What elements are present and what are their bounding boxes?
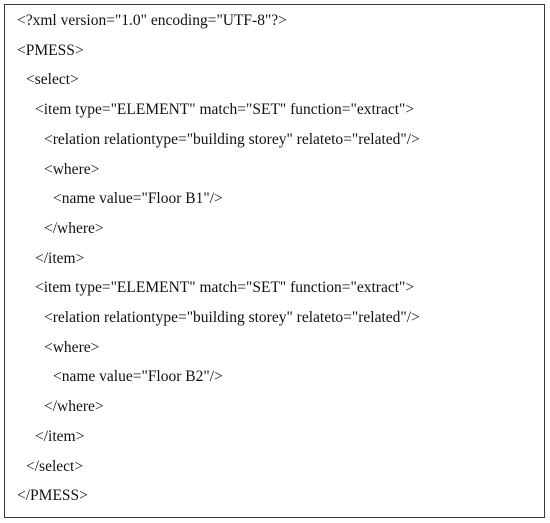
code-line: <name value="Floor B2"/> [53,368,223,386]
code-line: </PMESS> [17,487,88,505]
code-line: <PMESS> [17,41,84,59]
xml-code-listing: <?xml version="1.0" encoding="UTF-8"?> <… [4,4,545,518]
code-line: </where> [44,398,104,416]
code-line: <?xml version="1.0" encoding="UTF-8"?> [17,12,287,29]
code-line: <name value="Floor B1"/> [53,190,223,208]
code-line: </select> [26,457,84,475]
code-line: <where> [44,160,100,178]
code-line: <where> [44,338,100,356]
code-line: <item type="ELEMENT" match="SET" functio… [35,279,415,297]
code-line: </where> [44,219,104,237]
code-line: </item> [35,249,85,267]
code-line: <select> [26,71,79,89]
code-line: </item> [35,427,85,445]
code-line: <item type="ELEMENT" match="SET" functio… [35,101,415,119]
code-line: <relation relationtype="building storey"… [44,309,420,326]
code-line: <relation relationtype="building storey"… [44,130,420,148]
